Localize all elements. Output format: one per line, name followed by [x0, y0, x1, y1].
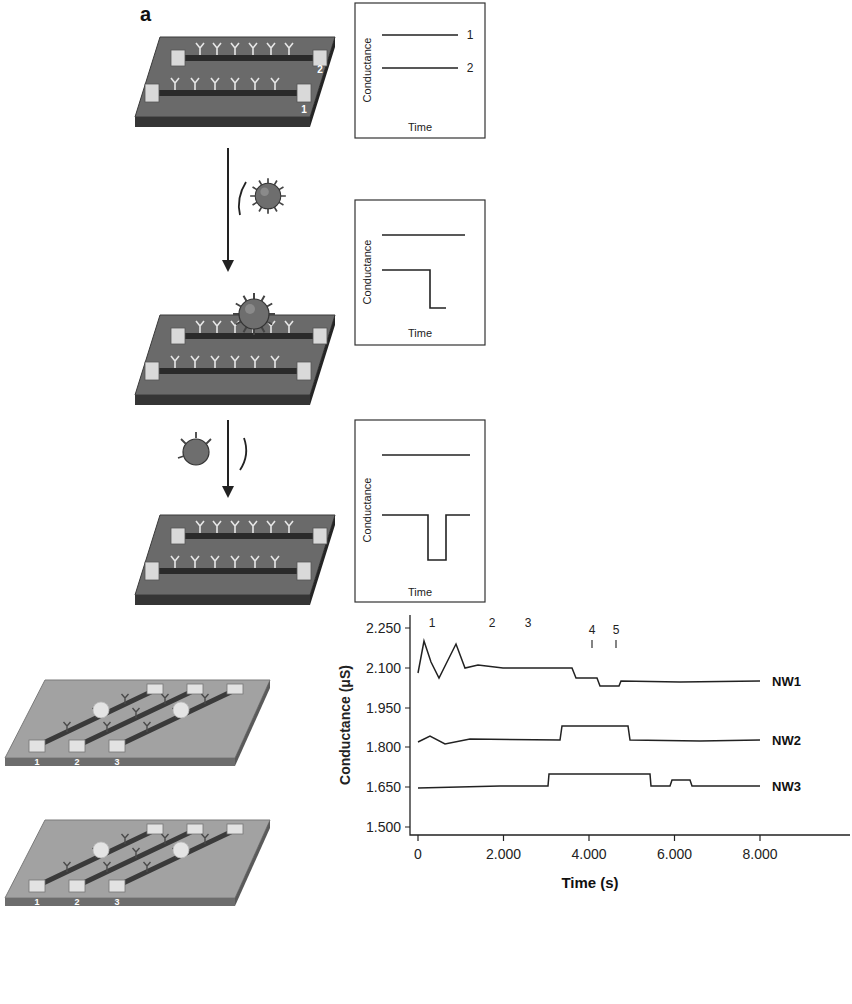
tick-value: 1.500	[366, 820, 401, 834]
axis-title: Conductance (μS)	[338, 665, 352, 785]
device-stage-3	[135, 515, 335, 605]
tick-value: 2.000	[486, 847, 521, 861]
trace-nw1	[418, 641, 760, 686]
wire-number: 2	[317, 65, 323, 75]
panel-letter: a	[140, 4, 151, 24]
conductance-plot-3	[355, 420, 485, 602]
tick-value: 1.800	[366, 740, 401, 754]
chart-axes	[405, 615, 850, 841]
axis-label: Time	[408, 122, 432, 133]
axis-label: Conductance	[362, 240, 373, 305]
device-array-a	[5, 680, 270, 766]
tick-value: 1.650	[366, 780, 401, 794]
wire-number: 1	[34, 758, 39, 767]
event-number: 1	[429, 617, 436, 629]
tick-value: 1.950	[366, 701, 401, 715]
conductance-plot-1	[355, 3, 485, 138]
event-number: 3	[525, 617, 532, 629]
tick-value: 6.000	[657, 847, 692, 861]
event-number: 5	[613, 624, 620, 636]
device-array-b	[5, 820, 270, 906]
device-stage-1	[135, 37, 335, 127]
axis-label: Conductance	[362, 38, 373, 103]
binding-arrow	[222, 148, 286, 272]
event-number: 4	[589, 624, 596, 636]
axis-label: Conductance	[362, 478, 373, 543]
trace-number: 2	[467, 62, 474, 74]
event-number: 2	[489, 617, 496, 629]
wire-number: 1	[34, 898, 39, 907]
wire-number: 2	[74, 758, 79, 767]
device-stage-2	[135, 315, 335, 405]
bound-virus	[233, 293, 275, 335]
axis-label: Time	[408, 587, 432, 598]
unbinding-arrow	[178, 420, 246, 498]
conductance-plot-2	[355, 200, 485, 345]
wire-number: 2	[74, 898, 79, 907]
tick-value: 4.000	[571, 847, 606, 861]
wire-number: 1	[301, 105, 307, 115]
wire-number: 3	[114, 758, 119, 767]
tick-value: 2.100	[366, 661, 401, 675]
trace-nw3	[418, 774, 760, 788]
trace-number: 1	[467, 29, 474, 41]
trace-nw2	[418, 726, 760, 744]
trace-label: NW1	[772, 675, 801, 688]
tick-value: 0	[414, 847, 422, 861]
trace-label: NW3	[772, 780, 801, 793]
axis-label: Time	[408, 328, 432, 339]
trace-label: NW2	[772, 734, 801, 747]
axis-title: Time (s)	[561, 875, 618, 890]
wire-number: 3	[114, 898, 119, 907]
tick-value: 2.250	[366, 621, 401, 635]
tick-value: 8.000	[742, 847, 777, 861]
